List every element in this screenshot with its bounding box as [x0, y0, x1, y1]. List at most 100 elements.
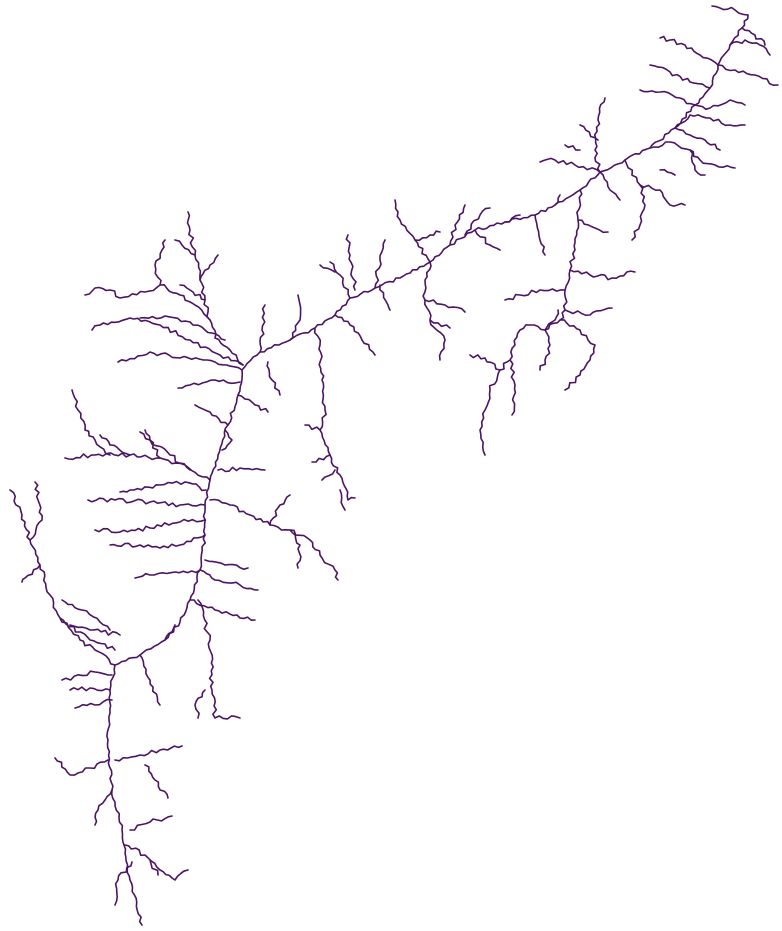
tributary-41 — [237, 394, 269, 413]
tributary-89 — [579, 124, 599, 141]
tributary-1 — [54, 757, 109, 776]
tributary-35 — [209, 498, 339, 581]
tributary-85 — [509, 359, 517, 416]
tributary-79 — [569, 269, 636, 281]
tributary-52 — [259, 304, 266, 353]
tributary-105 — [689, 149, 706, 176]
tributary-25 — [109, 534, 206, 549]
tributary-87 — [599, 171, 621, 201]
tributary-102 — [729, 39, 771, 56]
tributary-62 — [345, 234, 357, 291]
tributary-20 — [199, 569, 259, 591]
tributary-77 — [479, 189, 583, 456]
tributary-78 — [504, 288, 566, 301]
tributary-106 — [659, 168, 676, 176]
tributary-97 — [694, 99, 746, 111]
tributary-37 — [269, 494, 291, 526]
tributary-70 — [414, 230, 441, 242]
tributary-3 — [114, 745, 183, 762]
tributary-36 — [289, 529, 302, 569]
tributary-43 — [117, 351, 243, 371]
tributary-23 — [189, 599, 256, 621]
tributary-69 — [394, 199, 431, 263]
tributary-73 — [474, 229, 501, 251]
tributary-96 — [674, 114, 746, 129]
tributary-50 — [199, 254, 219, 281]
tributary-32 — [71, 389, 111, 456]
tributary-30 — [64, 452, 211, 481]
river-network — [9, 5, 779, 926]
tributary-61 — [329, 261, 351, 299]
tributary-55 — [313, 327, 356, 501]
tributary-21 — [197, 599, 241, 720]
tributary-42 — [177, 379, 241, 389]
tributary-54 — [289, 294, 302, 341]
tributary-84 — [469, 354, 501, 371]
tributary-64 — [379, 284, 391, 311]
tributary-74 — [504, 214, 521, 223]
tributary-56 — [304, 424, 321, 431]
tributary-10 — [69, 686, 111, 692]
tributary-34 — [139, 431, 161, 459]
tributary-33 — [99, 434, 131, 456]
tributary-48 — [154, 239, 166, 286]
tributary-103 — [741, 27, 766, 46]
tributary-101 — [659, 35, 719, 66]
tributary-53 — [266, 361, 281, 396]
tributary-49 — [179, 284, 206, 301]
tributary-19 — [164, 624, 176, 641]
tributary-75 — [534, 214, 546, 256]
tributary-6 — [124, 844, 189, 881]
tributary-58 — [321, 469, 336, 481]
tributary-57 — [311, 454, 331, 463]
tributary-31 — [144, 429, 191, 471]
tributary-66 — [422, 261, 446, 361]
tributary-98 — [639, 89, 696, 106]
tributary-90 — [624, 159, 646, 241]
tributary-2 — [94, 789, 113, 826]
tributary-91 — [639, 184, 686, 207]
tributary-104 — [711, 5, 749, 16]
tributary-13 — [21, 564, 41, 583]
tributary-65 — [319, 264, 336, 273]
tributary-68 — [429, 319, 451, 329]
tributary-80 — [577, 219, 609, 234]
tributary-39 — [221, 429, 233, 451]
tributary-88 — [593, 97, 606, 173]
tributary-44 — [91, 317, 244, 366]
tributary-60 — [334, 314, 376, 356]
tributary-81 — [564, 307, 613, 316]
tributary-7 — [114, 861, 133, 906]
tributary-76 — [554, 194, 561, 206]
tributary-14 — [29, 481, 43, 541]
tributary-5 — [129, 815, 173, 831]
tributary-24 — [204, 559, 249, 570]
tributary-93 — [564, 144, 581, 151]
tributary-16 — [69, 624, 121, 636]
tributary-8 — [149, 859, 159, 876]
tributary-72 — [464, 207, 491, 236]
tributary-47 — [84, 284, 211, 321]
tributary-4 — [144, 764, 169, 799]
tributary-67 — [424, 299, 466, 313]
tributary-29 — [119, 480, 207, 493]
main-river-channel — [106, 14, 749, 926]
tributary-51 — [174, 239, 196, 256]
tributary-17 — [59, 617, 116, 651]
tributary-46 — [186, 211, 244, 366]
tributary-15 — [61, 599, 111, 631]
tributary-18 — [139, 654, 161, 706]
tributary-26 — [134, 569, 201, 579]
tributary-27 — [94, 518, 206, 534]
tributary-95 — [674, 127, 721, 151]
tributary-11 — [61, 670, 113, 681]
tributary-100 — [717, 64, 779, 86]
tributary-38 — [217, 466, 266, 473]
tributary-71 — [449, 204, 466, 246]
tributary-99 — [649, 64, 711, 89]
tributary-9 — [74, 698, 113, 709]
tributary-40 — [194, 404, 229, 426]
tributary-45 — [139, 315, 226, 341]
tributary-94 — [649, 141, 736, 169]
